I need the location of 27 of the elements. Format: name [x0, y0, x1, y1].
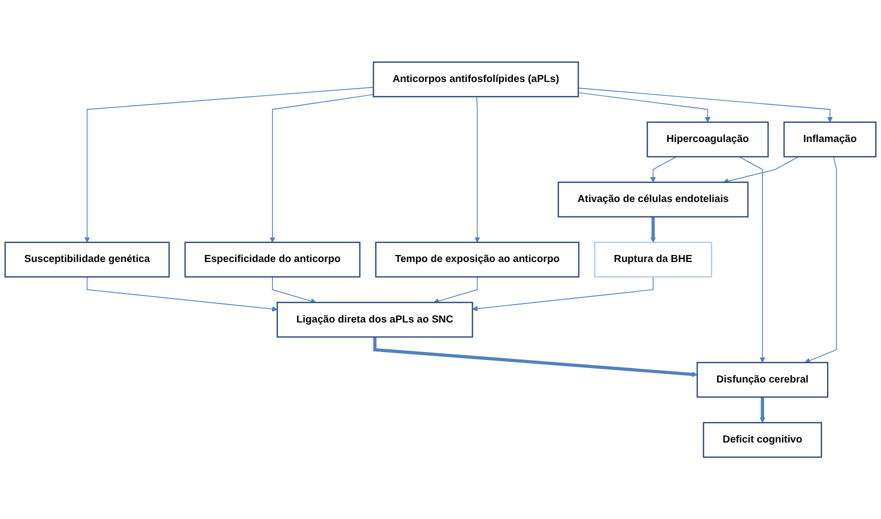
- node-box: Ruptura da BHE: [594, 242, 712, 278]
- arrow: [804, 156, 837, 364]
- arrow: [86, 276, 278, 312]
- node-box: Tempo de exposição ao anticorpo: [375, 242, 580, 278]
- node-box: Disfunção cerebral: [696, 362, 828, 398]
- node-box: Ativação de células endoteliais: [558, 182, 749, 218]
- arrow: [578, 88, 833, 122]
- arrow: [760, 396, 766, 423]
- arrow: [474, 96, 480, 242]
- node-box: Anticorpos antifosfolípides (aPLs): [372, 61, 579, 98]
- node-box: Susceptibilidade genética: [4, 242, 170, 278]
- arrow: [650, 156, 677, 182]
- arrow: [738, 156, 766, 363]
- arrow: [723, 156, 799, 184]
- node-box: Inflamação: [783, 121, 876, 158]
- arrow: [272, 276, 316, 304]
- arrow: [650, 216, 656, 242]
- arrow: [433, 276, 478, 304]
- arrow: [84, 86, 374, 242]
- node-box: Hipercoagulação: [646, 121, 769, 158]
- arrow: [270, 94, 374, 242]
- arrow: [373, 336, 698, 378]
- arrow: [578, 92, 711, 122]
- arrow: [472, 276, 654, 312]
- node-box: Deficit cognitivo: [702, 422, 822, 458]
- node-box: Ligação direta dos aPLs ao SNC: [276, 302, 474, 338]
- node-box: Especificidade do anticorpo: [184, 242, 360, 278]
